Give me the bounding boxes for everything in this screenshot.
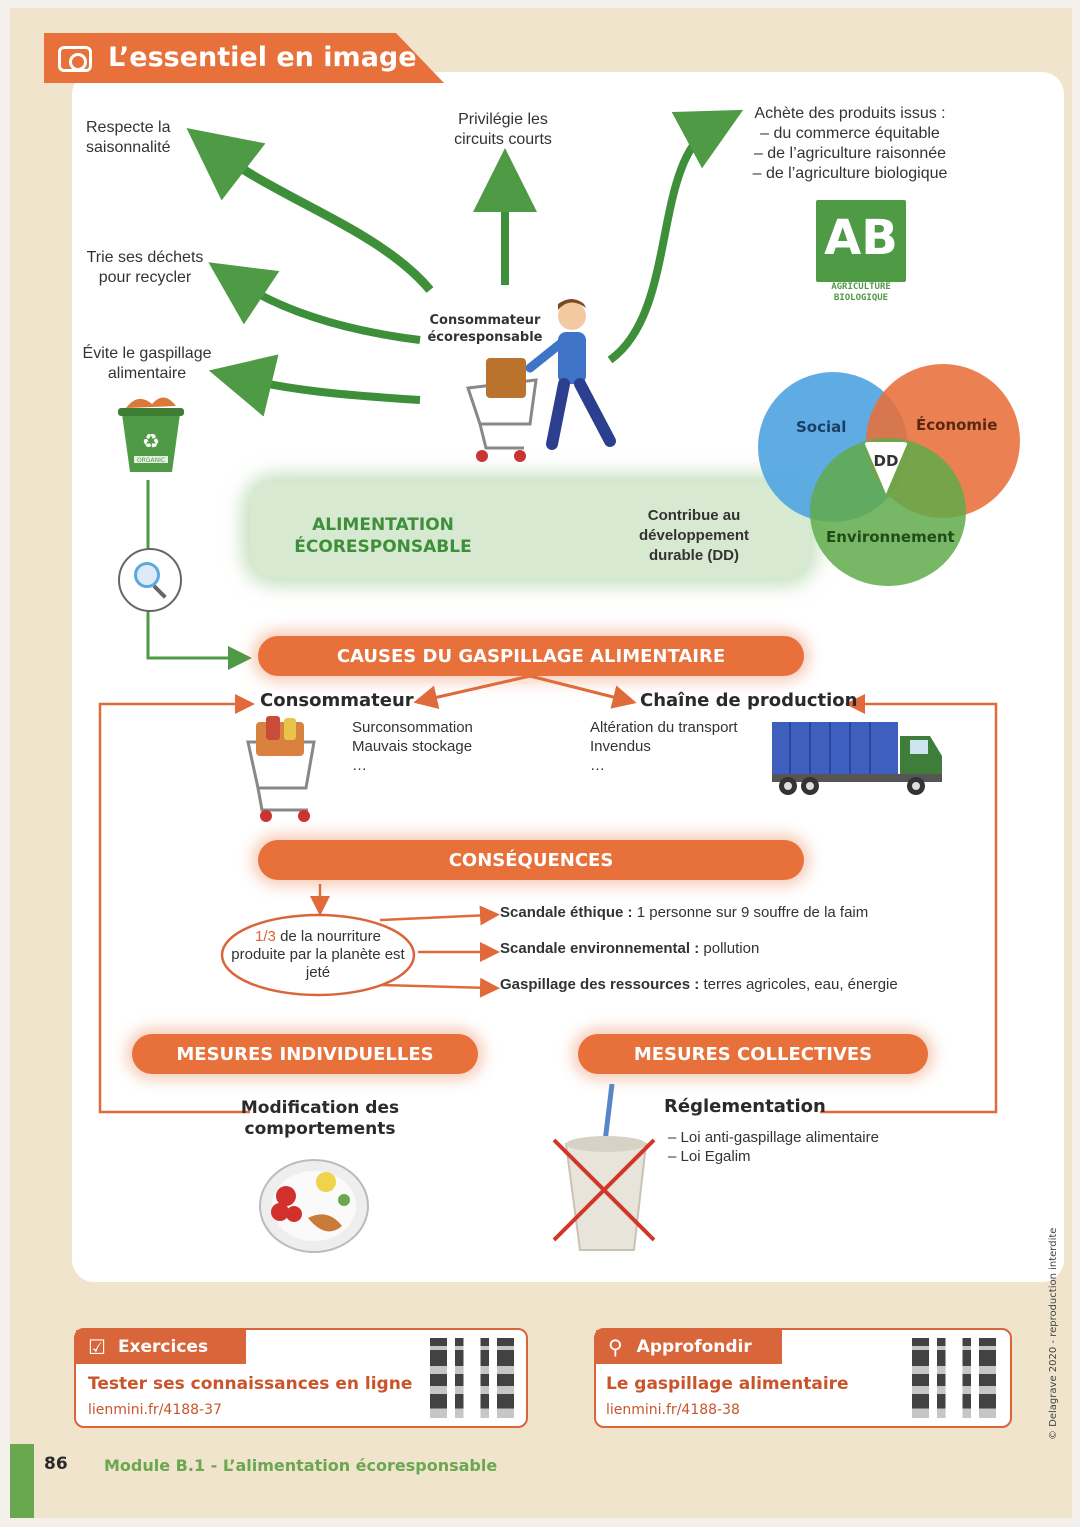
consumer-label-line1: Consommateur — [429, 313, 541, 328]
collective-measure-list: – Loi anti-gaspillage alimentaire – Loi … — [668, 1128, 879, 1166]
page-number: 86 — [44, 1454, 68, 1474]
contributes-text: Contribue au développement durable (DD) — [638, 507, 750, 564]
fraction-rest: de la nourriture produite par la planète… — [231, 928, 405, 981]
consequence-item: Gaspillage des ressources : terres agric… — [500, 976, 898, 993]
individual-measures-banner: MESURES INDIVIDUELLES — [132, 1034, 478, 1074]
causes-banner: CAUSES DU GASPILLAGE ALIMENTAIRE — [258, 636, 804, 676]
ab-caption-line2: BIOLOGIQUE — [833, 293, 889, 303]
action-avoids-waste: Évite le gaspillage alimentaire — [82, 345, 212, 382]
consequence-bold: Scandale éthique : — [500, 904, 633, 921]
action-sorts-waste: Trie ses déchets pour recycler — [86, 249, 204, 286]
consequence-item: Scandale environnemental : pollution — [500, 940, 759, 957]
venn-social-label: Social — [796, 418, 847, 436]
fraction-value: 1/3 — [255, 928, 276, 945]
shopper-icon — [465, 299, 616, 462]
cause-item: … — [590, 757, 605, 774]
cause-item: Mauvais stockage — [352, 738, 473, 755]
arrow-seasonality — [186, 128, 434, 293]
alimentation-box — [250, 482, 810, 578]
module-title: Module B.1 - L’alimentation écoresponsab… — [104, 1456, 498, 1475]
approfondir-tab: ⚲ Approfondir — [596, 1330, 782, 1364]
collective-measure-title: Réglementation — [664, 1096, 826, 1117]
consequence-rest: 1 personne sur 9 souffre de la faim — [636, 904, 869, 921]
cause-item: Invendus — [590, 738, 651, 755]
consequence-rest: terres agricoles, eau, énergie — [703, 976, 898, 993]
law-item: – Loi Egalim — [668, 1148, 751, 1165]
page-title: L’essentiel en image — [108, 42, 417, 73]
product-item: – du commerce équitable — [760, 125, 940, 142]
venn-economie-label: Économie — [916, 416, 998, 434]
action-short-circuits: Privilégie les circuits courts — [454, 111, 552, 148]
consequences-banner: CONSÉQUENCES — [258, 840, 804, 880]
cause-item: Altération du transport — [590, 719, 738, 736]
individual-measure-text: Modification des comportements — [240, 1098, 400, 1139]
arrow-products — [607, 109, 744, 364]
ab-letters: AB — [824, 210, 898, 266]
consumer-label: Consommateur écoresponsable — [420, 312, 550, 346]
svg-text:♻: ♻ — [142, 429, 160, 453]
law-item: – Loi anti-gaspillage alimentaire — [668, 1129, 879, 1146]
exercices-url[interactable]: lienmini.fr/4188-37 — [88, 1402, 222, 1418]
consumer-label-line2: écoresponsable — [427, 330, 543, 345]
checkbox-icon: ☑ — [88, 1335, 106, 1359]
causes-consumer-list: Surconsommation Mauvais stockage … — [352, 718, 473, 775]
recycling-bin-icon: ♻ ORGANIC — [118, 397, 184, 472]
cause-item: … — [352, 757, 367, 774]
venn-center-label: DD — [873, 452, 899, 470]
causes-consumer-title: Consommateur — [260, 690, 414, 711]
ab-caption: AGRICULTURE BIOLOGIQUE — [812, 282, 910, 304]
ab-caption-line1: AGRICULTURE — [831, 282, 891, 292]
exercices-title[interactable]: Tester ses connaissances en ligne — [88, 1374, 413, 1394]
product-item: – de l’agriculture biologique — [752, 165, 948, 182]
products-intro: Achète des produits issus : — [754, 105, 946, 122]
approfondir-tab-label: Approfondir — [636, 1337, 752, 1357]
qr-code-icon[interactable] — [430, 1338, 514, 1418]
product-item: – de l’agriculture raisonnée — [753, 145, 947, 162]
alimentation-title-line2: ÉCORESPONSABLE — [294, 537, 472, 557]
fraction-oval — [220, 913, 416, 997]
bin-label: ORGANIC — [137, 457, 165, 464]
action-seasonality: Respecte la saisonnalité — [86, 119, 171, 156]
consequence-item: Scandale éthique : 1 personne sur 9 souf… — [500, 904, 868, 921]
approfondir-url[interactable]: lienmini.fr/4188-38 — [606, 1402, 740, 1418]
title-tab — [44, 33, 444, 83]
collective-measures-banner: MESURES COLLECTIVES — [578, 1034, 928, 1074]
ab-logo: AB — [816, 200, 906, 282]
causes-production-list: Altération du transport Invendus … — [590, 718, 738, 775]
approfondir-title[interactable]: Le gaspillage alimentaire — [606, 1374, 849, 1394]
magnifier-icon — [118, 548, 182, 612]
copyright: © Delagrave 2020 - reproduction interdit… — [1048, 1227, 1059, 1440]
causes-production-title: Chaîne de production — [640, 690, 858, 711]
consequence-bold: Scandale environnemental : — [500, 940, 700, 957]
arrow-avoids-waste — [208, 354, 421, 417]
fraction-text: 1/3 de la nourriture produite par la pla… — [230, 928, 406, 982]
action-products: Achète des produits issus : – du commerc… — [730, 104, 970, 184]
shopping-cart-icon — [246, 716, 316, 822]
exercices-tab: ☑ Exercices — [76, 1330, 246, 1364]
magnifier-small-icon: ⚲ — [608, 1335, 623, 1359]
arrow-sorts-waste — [208, 262, 421, 344]
cause-item: Surconsommation — [352, 719, 473, 736]
consequence-bold: Gaspillage des ressources : — [500, 976, 700, 993]
truck-icon — [772, 722, 942, 795]
alimentation-title-line1: ALIMENTATION — [312, 515, 454, 535]
alimentation-title: ALIMENTATION ÉCORESPONSABLE — [290, 514, 476, 558]
camera-icon — [58, 46, 92, 72]
venn-environnement-label: Environnement — [826, 528, 955, 546]
plate-icon — [259, 1159, 369, 1253]
disposable-cup-icon — [552, 1083, 656, 1251]
qr-code-icon[interactable] — [912, 1338, 996, 1418]
footer-tab — [10, 1444, 34, 1518]
exercices-tab-label: Exercices — [117, 1337, 209, 1357]
consequence-rest: pollution — [703, 940, 760, 957]
